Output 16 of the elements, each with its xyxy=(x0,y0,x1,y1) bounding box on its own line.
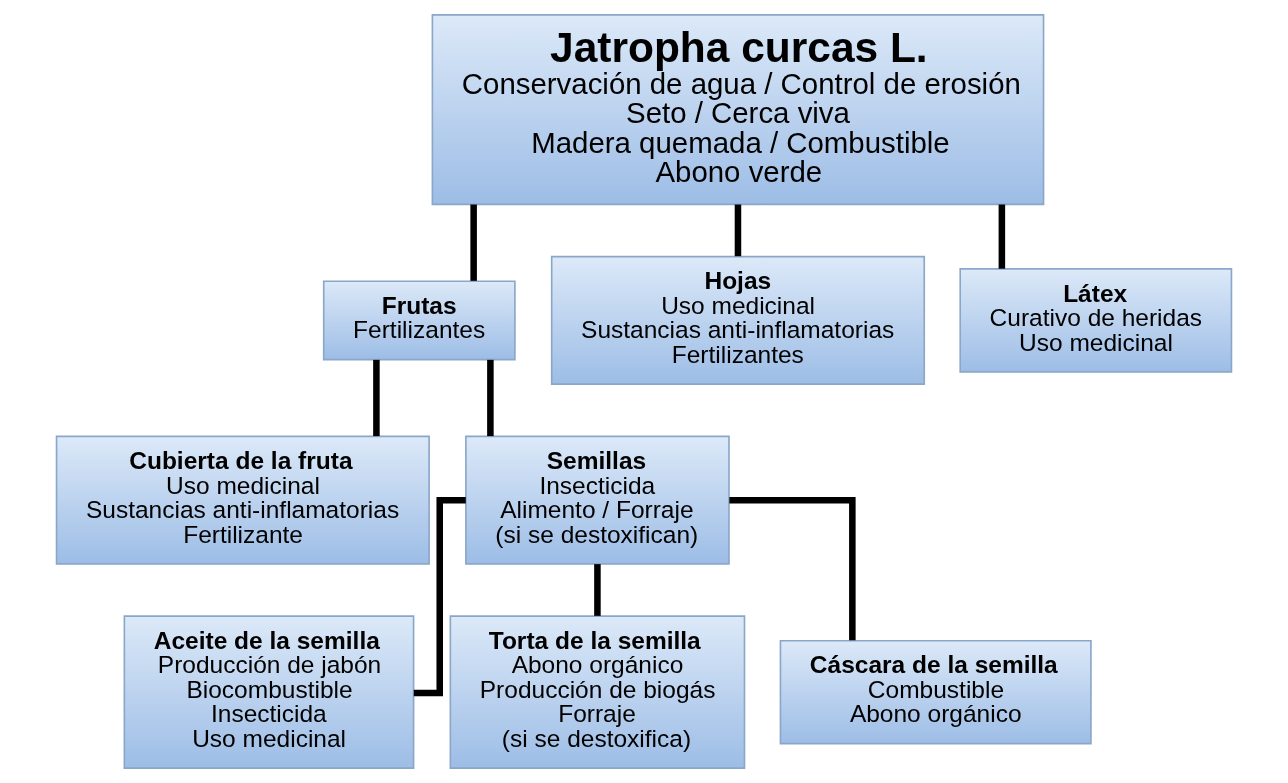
node-box: Cubierta de la fruta Uso medicinal Sustancias anti-inflamatorias Fertilizante xyxy=(55,435,430,565)
connector xyxy=(998,204,1006,269)
connector xyxy=(487,359,494,437)
node-box: Hojas Uso medicinal Sustancias anti-inflamatorias Fertilizantes xyxy=(550,255,926,385)
node-box: Látex Curativo de heridas Uso medicinal xyxy=(959,268,1233,373)
node-box: Aceite de la semilla Producción de jabón Biocombustible Insecticida Uso medicinal xyxy=(123,615,415,769)
node-box: Torta de la semilla Abono orgánico Producción de biogás Forraje (si se destoxifica) xyxy=(449,615,746,769)
connector xyxy=(470,204,477,281)
node-box: Jatropha curcas L. Conservación de agua / Control de erosión Seto / Cerca viva Madera quemada / Combustible Abono verde xyxy=(431,14,1045,206)
connector xyxy=(594,564,601,616)
node-box: Frutas Fertilizantes xyxy=(322,280,516,361)
connector xyxy=(373,359,380,437)
node-box: Semillas Insecticida Alimento / Forraje (si se destoxifican) xyxy=(465,435,730,565)
connector xyxy=(729,496,856,641)
node-box: Cáscara de la semilla Combustible Abono orgánico xyxy=(779,639,1092,745)
connector xyxy=(734,204,742,257)
